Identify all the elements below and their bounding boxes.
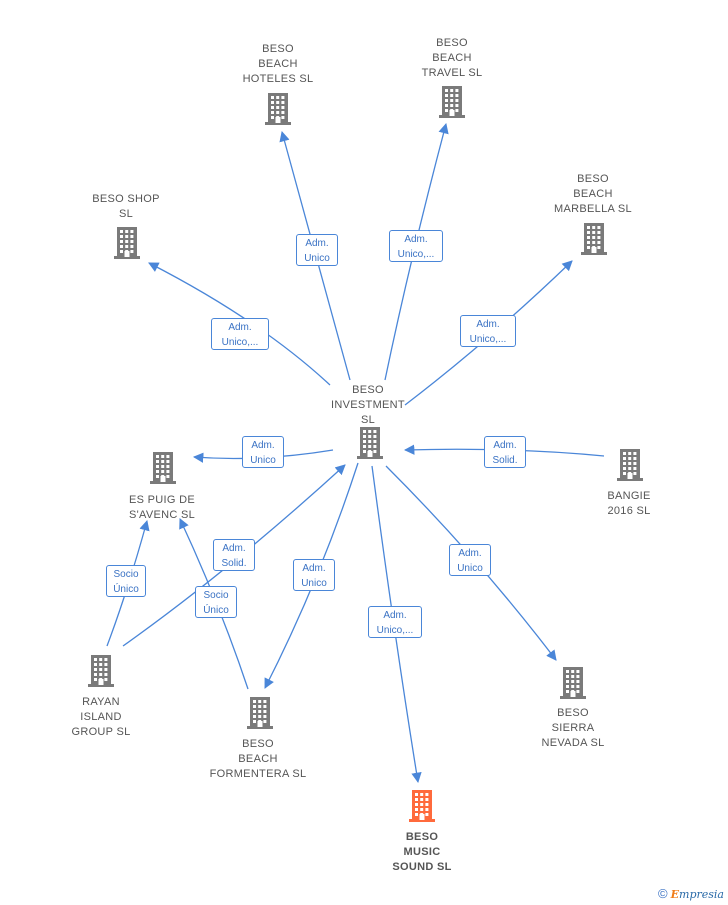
edge-label[interactable]: Adm. Unico bbox=[293, 559, 335, 591]
edge-label[interactable]: Adm. Unico,... bbox=[211, 318, 269, 350]
edge-label[interactable]: Adm. Unico,... bbox=[368, 606, 422, 638]
building-icon[interactable] bbox=[439, 86, 465, 123]
building-icon[interactable] bbox=[357, 427, 383, 464]
building-icon[interactable] bbox=[265, 93, 291, 130]
company-label-beso-sierra-nevada[interactable]: BESO SIERRA NEVADA SL bbox=[541, 707, 605, 749]
company-label-beso-beach-formentera[interactable]: BESO BEACH FORMENTERA SL bbox=[209, 738, 307, 780]
building-icon[interactable] bbox=[581, 223, 607, 260]
edges-layer bbox=[106, 122, 605, 784]
building-icon[interactable] bbox=[150, 452, 176, 489]
edge-label[interactable]: Adm. Solid. bbox=[484, 436, 526, 468]
building-icon[interactable] bbox=[88, 655, 114, 692]
edge-label[interactable]: Adm. Unico bbox=[449, 544, 491, 576]
building-icon[interactable] bbox=[247, 697, 273, 734]
company-label-beso-beach-travel[interactable]: BESO BEACH TRAVEL SL bbox=[421, 37, 483, 79]
brand-logo: Empresia bbox=[670, 888, 724, 901]
building-icon[interactable] bbox=[617, 449, 643, 486]
edge-label[interactable]: Socio Único bbox=[106, 565, 146, 597]
company-label-beso-shop[interactable]: BESO SHOP SL bbox=[92, 193, 160, 220]
building-icon[interactable] bbox=[114, 227, 140, 264]
edge-label[interactable]: Adm. Unico,... bbox=[460, 315, 516, 347]
copyright-icon: © bbox=[657, 886, 668, 901]
edge-label[interactable]: Adm. Solid. bbox=[213, 539, 255, 571]
edge-label[interactable]: Adm. Unico bbox=[242, 436, 284, 468]
company-label-beso-investment[interactable]: BESO INVESTMENT SL bbox=[331, 384, 405, 426]
company-label-es-puig[interactable]: ES PUIG DE S'AVENC SL bbox=[128, 494, 196, 521]
company-label-beso-music-sound[interactable]: BESO MUSIC SOUND SL bbox=[392, 831, 452, 873]
company-label-rayan-island[interactable]: RAYAN ISLAND GROUP SL bbox=[71, 696, 131, 738]
edge-label[interactable]: Adm. Unico,... bbox=[389, 230, 443, 262]
company-label-beso-beach-marbella[interactable]: BESO BEACH MARBELLA SL bbox=[554, 173, 632, 215]
building-icon[interactable] bbox=[409, 790, 435, 827]
footer-brand[interactable]: © Empresia bbox=[658, 886, 724, 901]
company-label-beso-beach-hoteles[interactable]: BESO BEACH HOTELES SL bbox=[242, 43, 314, 85]
building-icon[interactable] bbox=[560, 667, 586, 704]
edge-label[interactable]: Socio Único bbox=[195, 586, 237, 618]
company-label-bangie[interactable]: BANGIE 2016 SL bbox=[607, 490, 651, 517]
edge-label[interactable]: Adm. Unico bbox=[296, 234, 338, 266]
